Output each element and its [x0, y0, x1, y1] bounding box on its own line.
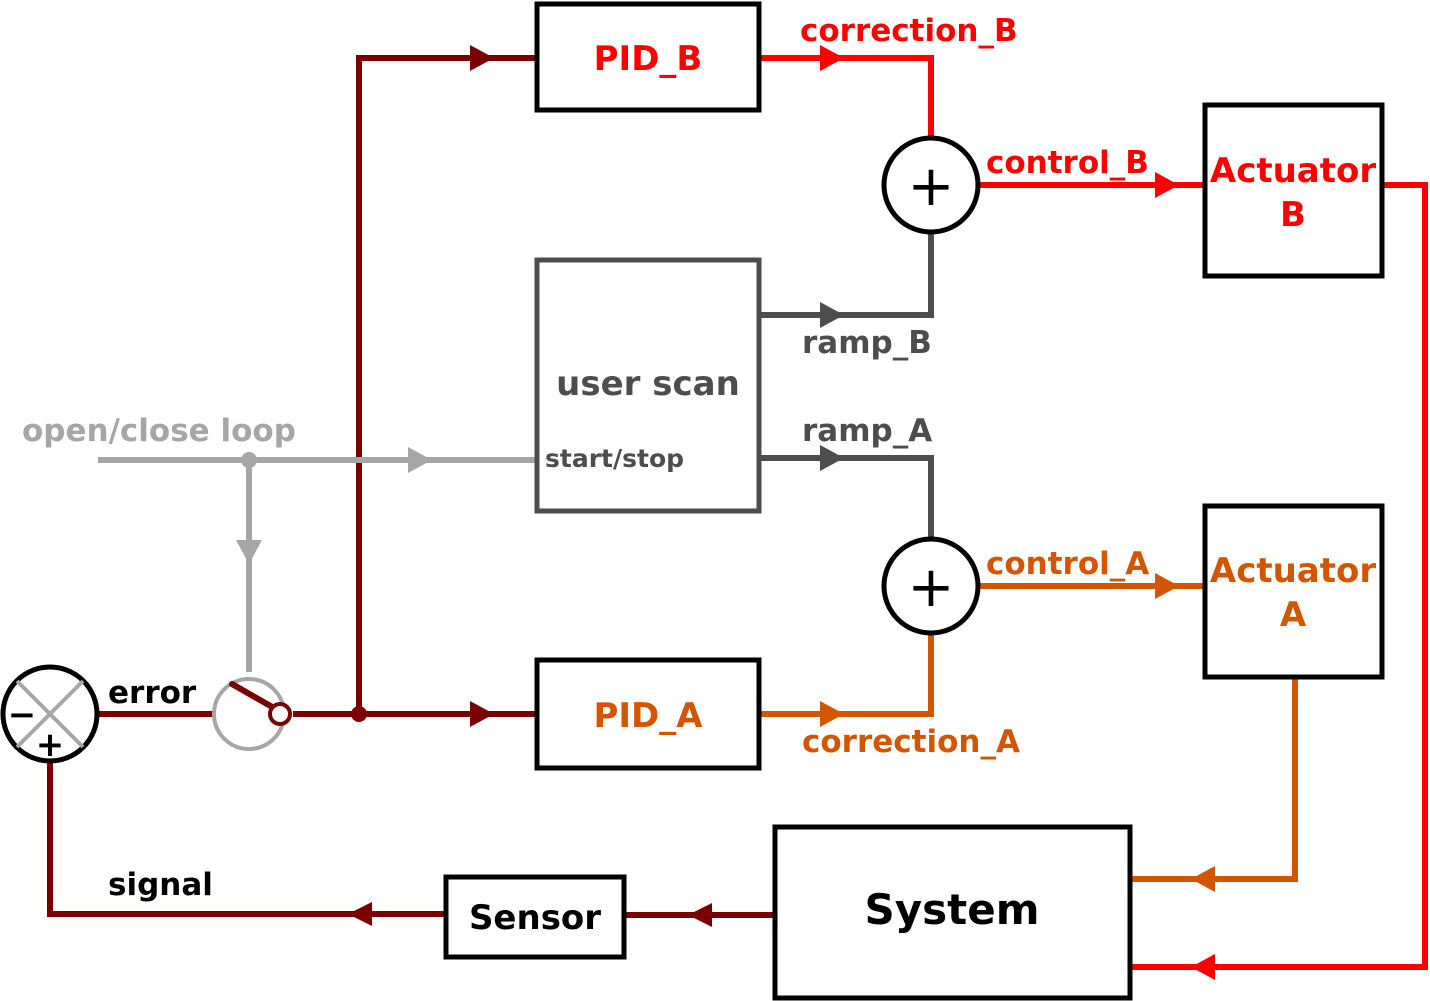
block-system: System	[772, 824, 1133, 1001]
arrow-right-icon	[820, 302, 844, 328]
error-label: error	[108, 675, 197, 711]
correction-b-label: correction_B	[800, 13, 1018, 49]
arrow-right-icon	[820, 701, 844, 727]
switch-lever	[229, 681, 277, 711]
open-close-loop-label: open/close loop	[22, 413, 296, 449]
arrow-right-icon	[470, 45, 494, 71]
block-pid-a: PID_A	[534, 657, 762, 771]
actuator-a-letter: A	[1280, 595, 1307, 635]
ramp-wires	[759, 234, 934, 538]
sensor-label: Sensor	[469, 898, 601, 938]
plus-icon: +	[36, 725, 65, 765]
junction-dot-error	[351, 706, 367, 722]
control-a-label: control_A	[986, 546, 1149, 582]
actuator-b-label: Actuator	[1210, 151, 1376, 191]
actuator-a-label: Actuator	[1210, 551, 1376, 591]
arrow-right-icon	[408, 447, 432, 473]
plus-icon: +	[908, 555, 955, 620]
loop-control-wires	[98, 457, 537, 672]
block-user-scan: user scan start/stop	[534, 257, 762, 514]
wire-actuator-a-to-system	[1130, 677, 1298, 882]
system-label: System	[865, 885, 1040, 934]
block-pid-b: PID_B	[534, 1, 762, 113]
pid-b-label: PID_B	[594, 39, 703, 79]
wire-pid-b-to-sum-b	[759, 55, 934, 137]
wire-junction-to-pid-b	[356, 55, 537, 714]
arrow-right-icon	[1155, 573, 1179, 599]
user-scan-label: user scan	[556, 364, 740, 404]
wire-scan-to-sum-a	[759, 455, 934, 538]
start-stop-label: start/stop	[545, 444, 684, 473]
block-actuator-b: Actuator B	[1202, 102, 1385, 279]
loop-switch	[212, 677, 292, 751]
comparator-junction: − +	[0, 664, 100, 765]
arrow-right-icon	[1155, 172, 1179, 198]
block-actuator-a: Actuator A	[1202, 503, 1385, 680]
arrow-left-icon	[348, 902, 372, 926]
arrow-left-icon	[688, 903, 712, 927]
ramp-b-label: ramp_B	[802, 325, 932, 361]
plus-icon: +	[908, 154, 955, 219]
arrow-right-icon	[820, 445, 844, 471]
arrow-right-icon	[820, 45, 844, 71]
ramp-a-label: ramp_A	[802, 413, 932, 449]
switch-contact	[268, 702, 292, 726]
wire-scan-to-sum-b	[759, 234, 934, 318]
junction-dot-loop	[241, 452, 257, 468]
wire-actuator-b-to-system	[1130, 182, 1428, 970]
pid-a-label: PID_A	[593, 696, 703, 736]
wire-pid-a-to-sum-a	[759, 635, 934, 717]
minus-icon: −	[8, 695, 37, 735]
block-sensor: Sensor	[443, 874, 627, 960]
actuator-b-letter: B	[1280, 195, 1306, 235]
summing-junction-b: +	[881, 135, 981, 235]
correction-a-label: correction_A	[802, 724, 1020, 760]
arrow-left-icon	[1191, 954, 1215, 980]
arrow-down-icon	[236, 540, 262, 564]
summing-junction-a: +	[881, 536, 981, 636]
wire-sensor-to-comparator	[47, 763, 446, 917]
arrow-right-icon	[470, 701, 494, 727]
control-b-label: control_B	[986, 145, 1149, 181]
arrow-left-icon	[1191, 866, 1215, 892]
signal-label: signal	[108, 867, 213, 903]
